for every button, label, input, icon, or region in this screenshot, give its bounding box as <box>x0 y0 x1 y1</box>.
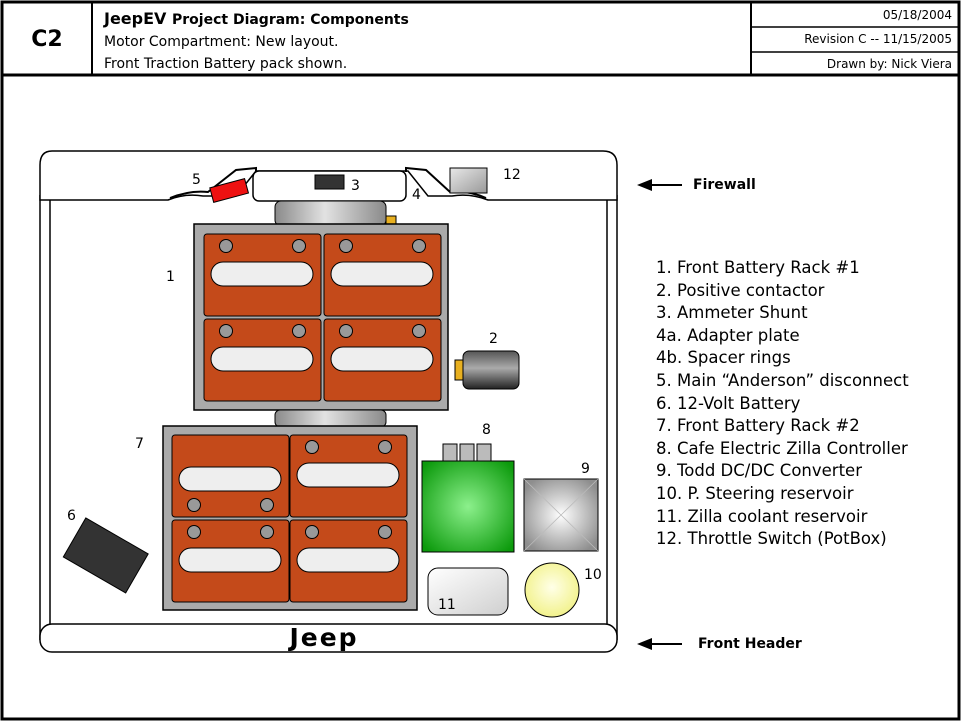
12v-battery <box>62 517 149 594</box>
legend-item-2: 2. Positive contactor <box>656 280 825 300</box>
drawn-by-label: Drawn by: Nick Viera <box>826 57 952 71</box>
legend-item-12: 12. Throttle Switch (PotBox) <box>656 529 887 549</box>
dc-dc-converter <box>523 478 599 552</box>
label-9: 9 <box>581 461 590 477</box>
rack1-battery-1 <box>203 233 322 317</box>
description-line-1: Motor Compartment: New layout. <box>104 34 339 50</box>
steering-reservoir <box>524 562 580 618</box>
legend-item-11: 11. Zilla coolant reservoir <box>656 506 868 526</box>
throttle-switch <box>449 167 488 194</box>
label-5: 5 <box>192 172 201 188</box>
motor <box>274 200 397 227</box>
label-1: 1 <box>166 269 175 285</box>
rack1-battery-4 <box>323 318 442 402</box>
legend-item-4a: 4a. Adapter plate <box>656 325 800 345</box>
label-7: 7 <box>135 436 144 452</box>
front-header-callout: Front Header <box>698 636 802 652</box>
title-rest: Project Diagram: Components <box>172 12 409 28</box>
rack1-battery-3 <box>203 318 322 402</box>
label-3: 3 <box>351 178 360 194</box>
ammeter-shunt <box>252 170 407 202</box>
title-brand: JeepEV <box>104 9 167 28</box>
battery-rack-1 <box>193 223 449 411</box>
legend-item-5: 5. Main “Anderson” disconnect <box>656 370 909 390</box>
firewall-arrow <box>637 179 682 191</box>
label-8: 8 <box>482 422 491 438</box>
battery-rack-2 <box>162 425 418 611</box>
front-header-arrow <box>637 638 682 650</box>
rack2-battery-4 <box>289 519 408 603</box>
rack2-battery-2 <box>289 434 408 518</box>
rack2-battery-1 <box>171 434 290 518</box>
positive-contactor <box>454 350 520 390</box>
firewall-callout: Firewall <box>693 177 756 193</box>
legend-item-4b: 4b. Spacer rings <box>656 348 791 368</box>
description-line-2: Front Traction Battery pack shown. <box>104 56 348 72</box>
front-header: Jeep <box>39 623 618 653</box>
label-11: 11 <box>438 597 456 613</box>
legend: 1. Front Battery Rack #1 2. Positive con… <box>656 257 909 551</box>
page-title: JeepEV Project Diagram: Components <box>104 8 744 31</box>
date-label: 05/18/2004 <box>882 8 952 22</box>
legend-item-6: 6. 12-Volt Battery <box>656 393 801 413</box>
rack1-battery-2 <box>323 233 442 317</box>
zilla-controller <box>421 443 515 553</box>
legend-item-1: 1. Front Battery Rack #1 <box>656 258 860 277</box>
legend-item-9: 9. Todd DC/DC Converter <box>656 461 862 481</box>
label-6: 6 <box>67 508 76 524</box>
motor-lower <box>274 409 387 428</box>
label-10: 10 <box>584 567 602 583</box>
label-4: 4 <box>412 187 421 203</box>
legend-item-8: 8. Cafe Electric Zilla Controller <box>656 438 908 458</box>
legend-item-7: 7. Front Battery Rack #2 <box>656 416 860 436</box>
rack2-battery-3 <box>171 519 290 603</box>
legend-item-3: 3. Ammeter Shunt <box>656 303 808 323</box>
label-2: 2 <box>489 331 498 347</box>
title-block: JeepEV Project Diagram: Components Motor… <box>104 8 744 75</box>
jeep-logo: Jeep <box>287 623 358 652</box>
sheet-id: C2 <box>31 26 63 52</box>
revision-label: Revision C -- 11/15/2005 <box>804 32 952 46</box>
legend-item-10: 10. P. Steering reservoir <box>656 483 854 503</box>
label-12: 12 <box>503 167 521 183</box>
